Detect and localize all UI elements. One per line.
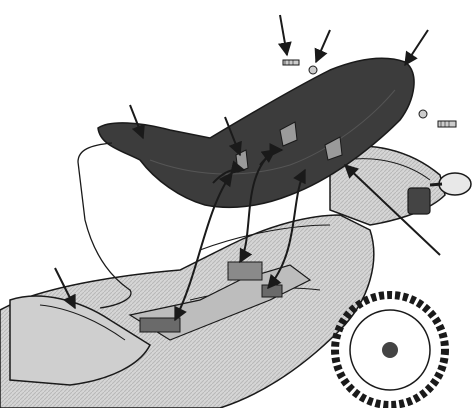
washer-left (309, 66, 317, 74)
arrow-bolt-left (280, 15, 287, 55)
arrow-washer-left (316, 30, 330, 62)
bolt-left (283, 60, 299, 65)
arrow-seat-rear (405, 30, 428, 65)
washer-right (419, 110, 427, 118)
bolt-right (438, 121, 456, 127)
